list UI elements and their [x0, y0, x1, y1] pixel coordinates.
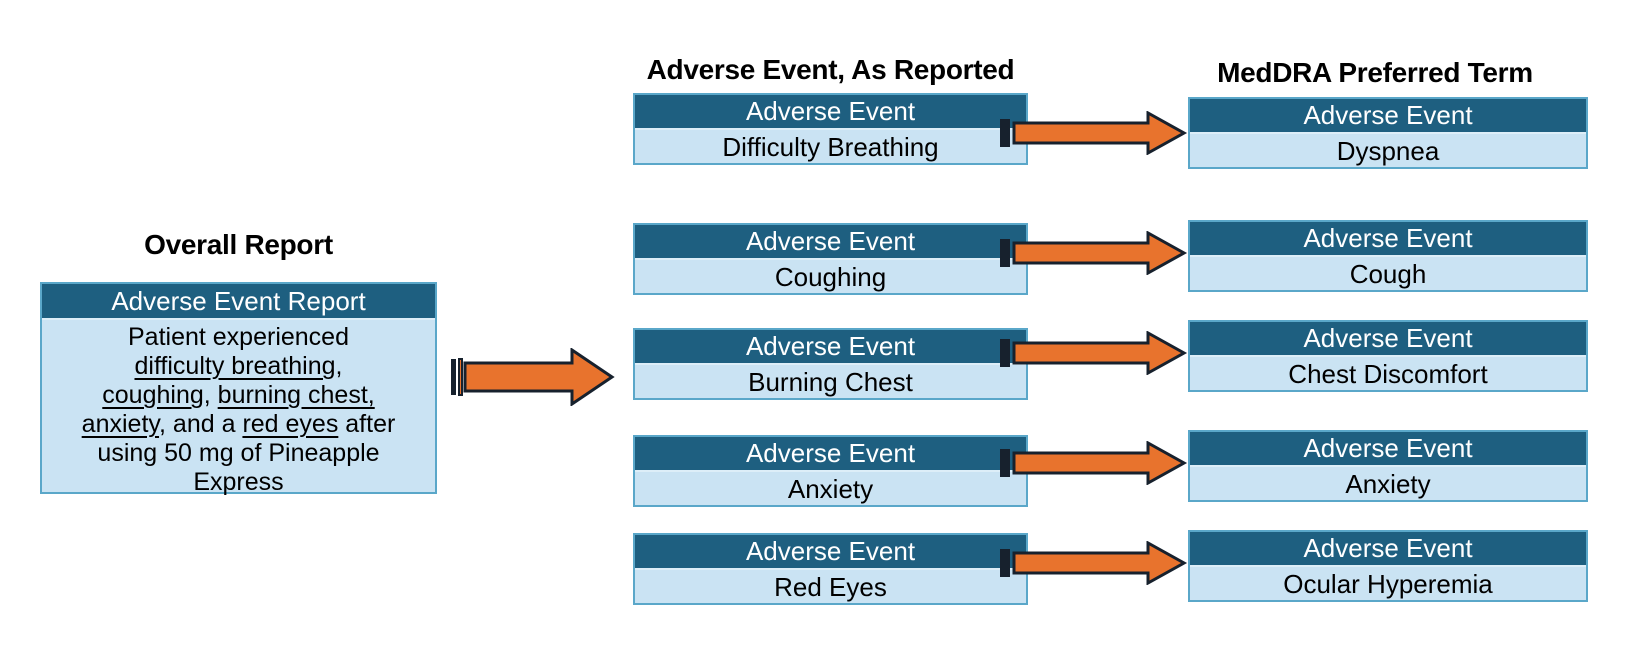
striped-right-arrow-icon	[1000, 441, 1188, 485]
reported-event-box: Adverse Event Coughing	[633, 223, 1028, 295]
mapping-arrow	[1000, 111, 1188, 155]
meddra-term-value: Chest Discomfort	[1288, 359, 1488, 389]
mapping-arrow	[1000, 441, 1188, 485]
meddra-term-box: Adverse Event Cough	[1188, 220, 1588, 292]
reported-event-value: Red Eyes	[774, 572, 887, 602]
reported-event-box: Adverse Event Anxiety	[633, 435, 1028, 507]
striped-right-arrow-icon	[1000, 541, 1188, 585]
mapping-arrow	[1000, 541, 1188, 585]
reported-event-box-header: Adverse Event	[635, 535, 1026, 570]
striped-right-arrow-icon	[1000, 331, 1188, 375]
meddra-term-box: Adverse Event Anxiety	[1188, 430, 1588, 502]
reported-event-value: Burning Chest	[748, 367, 913, 397]
meddra-term-value: Cough	[1349, 259, 1427, 289]
meddra-term-box: Adverse Event Ocular Hyperemia	[1188, 530, 1588, 602]
as-reported-column-title: Adverse Event, As Reported	[646, 54, 1015, 85]
meddra-term-box: Adverse Event Chest Discomfort	[1188, 320, 1588, 392]
meddra-term-box-header: Adverse Event	[1190, 432, 1586, 467]
overall-report-box-header: Adverse Event Report	[42, 284, 435, 320]
meddra-term-box-header: Adverse Event	[1190, 99, 1586, 134]
report-to-events-arrow	[451, 348, 615, 406]
reported-event-value: Coughing	[774, 262, 887, 292]
mapping-arrow	[1000, 331, 1188, 375]
striped-right-arrow-icon	[451, 348, 615, 406]
meddra-term-box-header: Adverse Event	[1190, 322, 1586, 357]
reported-event-value: Anxiety	[787, 474, 874, 504]
overall-report-box: Adverse Event Report Patient experienced…	[40, 282, 437, 496]
reported-event-value: Difficulty Breathing	[722, 132, 939, 162]
overall-report-title: Overall Report	[144, 229, 333, 260]
meddra-term-box: Adverse Event Dyspnea	[1188, 97, 1588, 169]
meddra-term-value: Ocular Hyperemia	[1283, 569, 1493, 599]
reported-event-box: Adverse Event Red Eyes	[633, 533, 1028, 605]
meddra-term-value: Dyspnea	[1336, 136, 1440, 166]
meddra-term-box-header: Adverse Event	[1190, 222, 1586, 257]
meddra-term-value: Anxiety	[1345, 469, 1431, 499]
meddra-term-box-header: Adverse Event	[1190, 532, 1586, 567]
reported-event-box-header: Adverse Event	[635, 95, 1026, 130]
reported-event-box-header: Adverse Event	[635, 225, 1026, 260]
reported-event-box-header: Adverse Event	[635, 437, 1026, 472]
striped-right-arrow-icon	[1000, 231, 1188, 275]
reported-event-box: Adverse Event Difficulty Breathing	[633, 93, 1028, 165]
mapping-arrow	[1000, 231, 1188, 275]
reported-event-box-header: Adverse Event	[635, 330, 1026, 365]
striped-right-arrow-icon	[1000, 111, 1188, 155]
reported-event-box: Adverse Event Burning Chest	[633, 328, 1028, 400]
meddra-column-title: MedDRA Preferred Term	[1217, 57, 1533, 88]
